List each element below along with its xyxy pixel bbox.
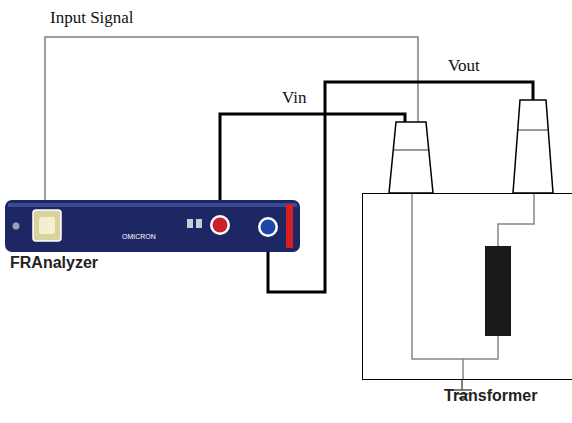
signal-name: Vin	[280, 88, 308, 108]
internal-wire	[498, 194, 534, 246]
device-screw	[13, 223, 20, 230]
signal-name: Input Signal	[48, 8, 136, 28]
vin-connector	[213, 218, 228, 233]
device-caption: FRAnalyzer	[10, 254, 98, 272]
bushing-rib	[517, 130, 549, 131]
device-body	[5, 200, 300, 252]
transformer-tank: Transformer	[362, 193, 572, 380]
internal-wiring	[412, 194, 534, 379]
bushing-rib	[394, 150, 428, 151]
vin-connector	[210, 215, 230, 235]
device-indicator	[196, 219, 202, 228]
device-trim	[8, 203, 297, 207]
signal-connector	[33, 210, 61, 241]
signal-connector	[39, 217, 55, 234]
device-caption: Transformer	[444, 387, 537, 405]
vout-connector	[258, 217, 278, 237]
device-indicator	[187, 219, 193, 228]
brand-mark: OMICRON	[122, 233, 156, 240]
analyzer-device: FRAnalyzer	[5, 200, 300, 252]
signal-wire	[45, 37, 418, 200]
bushing	[513, 100, 553, 193]
internal-wire	[463, 336, 498, 359]
device-stripe	[286, 204, 293, 248]
vout-connector	[261, 220, 276, 235]
bushing	[389, 122, 433, 193]
internal-wire	[412, 194, 463, 379]
node-outline	[5, 200, 300, 252]
node-outline	[363, 194, 572, 379]
signal-name: Vout	[446, 56, 482, 76]
winding	[485, 246, 511, 336]
vin-wire	[220, 114, 405, 200]
